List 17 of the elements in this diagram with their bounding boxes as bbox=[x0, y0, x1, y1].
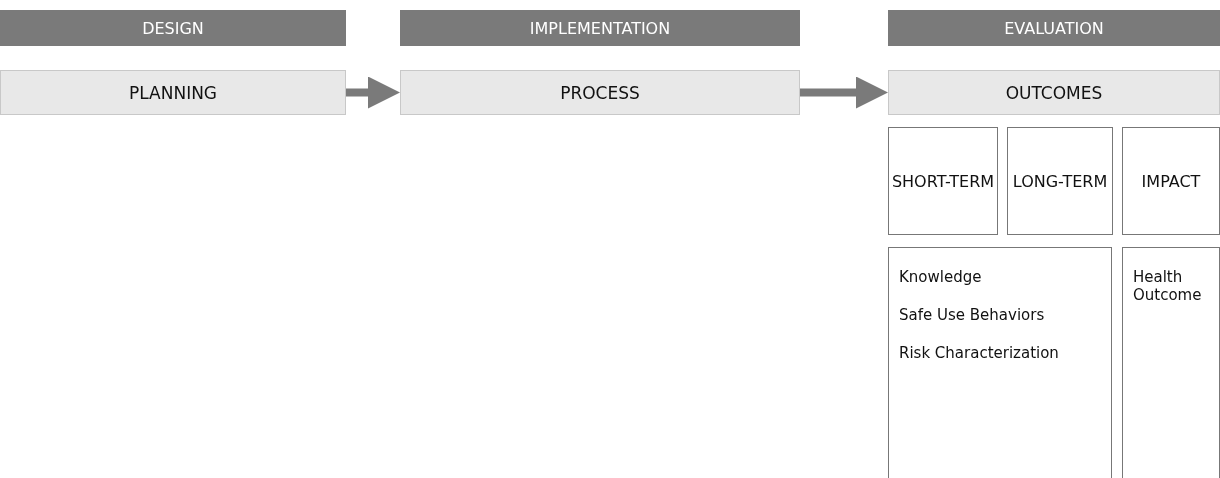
header-bar: IMPLEMENTATION bbox=[400, 10, 800, 46]
subheader-bar: PLANNING bbox=[0, 70, 346, 115]
outcome-text: Knowledge bbox=[899, 268, 982, 286]
header-bar: DESIGN bbox=[0, 10, 346, 46]
category-box: LONG-TERM bbox=[1007, 127, 1113, 235]
outcome-text: Risk Characterization bbox=[899, 344, 1059, 362]
subheader-bar: PROCESS bbox=[400, 70, 800, 115]
outcome-list-box bbox=[1122, 247, 1220, 478]
outcome-text: Health Outcome bbox=[1133, 268, 1203, 304]
outcome-text: Safe Use Behaviors bbox=[899, 306, 1045, 324]
arrow bbox=[346, 76, 400, 109]
subheader-bar: OUTCOMES bbox=[888, 70, 1220, 115]
outcome-list-box bbox=[888, 247, 1112, 478]
arrow bbox=[800, 76, 888, 109]
header-bar: EVALUATION bbox=[888, 10, 1220, 46]
category-box: IMPACT bbox=[1122, 127, 1220, 235]
category-box: SHORT-TERM bbox=[888, 127, 998, 235]
